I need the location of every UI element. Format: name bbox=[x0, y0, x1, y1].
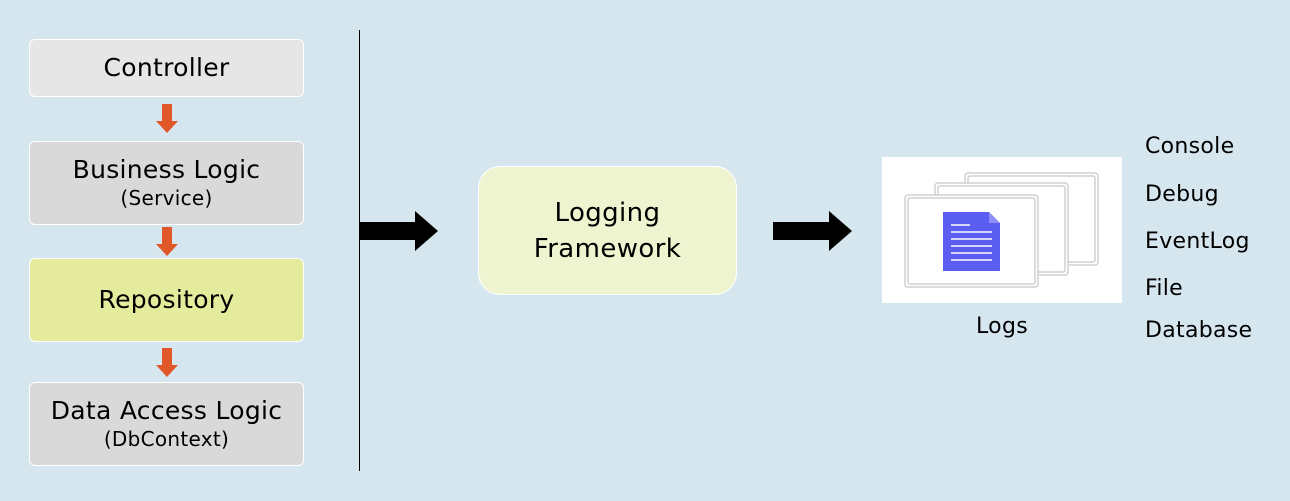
layer-data-access-logic: Data Access Logic (DbContext) bbox=[29, 382, 304, 466]
right-arrow-icon bbox=[773, 211, 852, 251]
document-stack-icon bbox=[904, 172, 1099, 288]
log-target-item: Console bbox=[1145, 134, 1235, 159]
layer-subtitle: (Service) bbox=[120, 186, 213, 210]
divider-line bbox=[359, 30, 360, 471]
layer-repository: Repository bbox=[29, 258, 304, 342]
framework-label-line1: Logging bbox=[554, 197, 661, 228]
log-target-item: File bbox=[1145, 276, 1184, 301]
down-arrow-icon bbox=[156, 104, 178, 133]
logs-panel bbox=[882, 157, 1122, 303]
layer-business-logic: Business Logic (Service) bbox=[29, 141, 304, 225]
layer-controller: Controller bbox=[29, 39, 304, 97]
log-target-item: Database bbox=[1145, 318, 1253, 343]
layer-title: Business Logic bbox=[72, 155, 261, 184]
layer-subtitle: (DbContext) bbox=[103, 427, 230, 451]
down-arrow-icon bbox=[156, 227, 178, 256]
log-target-item: EventLog bbox=[1145, 229, 1250, 254]
layer-title: Data Access Logic bbox=[50, 396, 283, 425]
layer-title: Controller bbox=[103, 53, 230, 82]
framework-label-line2: Framework bbox=[533, 233, 682, 264]
log-target-item: Debug bbox=[1145, 182, 1219, 207]
document-icon bbox=[943, 212, 1000, 271]
logging-framework-box: Logging Framework bbox=[478, 166, 737, 295]
layer-title: Repository bbox=[98, 285, 235, 314]
right-arrow-icon bbox=[359, 211, 438, 251]
down-arrow-icon bbox=[156, 348, 178, 377]
logs-label: Logs bbox=[976, 314, 1028, 339]
